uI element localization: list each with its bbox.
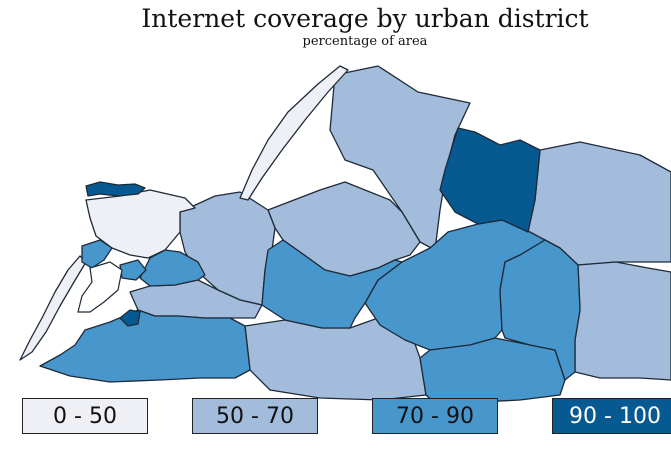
district-small-high[interactable]: [119, 309, 141, 327]
district-east-center[interactable]: [499, 239, 581, 381]
district-west-coast[interactable]: [85, 189, 196, 259]
map-title: Internet coverage by urban district: [141, 4, 589, 33]
legend-50-70: 50 - 70: [192, 398, 318, 434]
district-northeast-high[interactable]: [439, 127, 541, 233]
legend-70-90-label: 70 - 90: [396, 403, 474, 429]
legend-0-50-label: 0 - 50: [53, 403, 117, 429]
legend-90-100: 90 - 100: [552, 398, 671, 434]
district-west-inner[interactable]: [139, 249, 206, 287]
district-north-center[interactable]: [329, 65, 471, 251]
legend-50-70-label: 50 - 70: [216, 403, 294, 429]
district-southwest[interactable]: [39, 309, 251, 383]
district-north-coast-high[interactable]: [85, 181, 146, 197]
district-center[interactable]: [261, 239, 403, 329]
map-subtitle: percentage of area: [302, 34, 428, 49]
legend-70-90: 70 - 90: [372, 398, 498, 434]
district-coastal-west[interactable]: [81, 239, 113, 269]
legend-90-100-label: 90 - 100: [569, 403, 661, 429]
district-east[interactable]: [574, 261, 671, 381]
district-southeast[interactable]: [419, 337, 566, 409]
legend-0-50: 0 - 50: [22, 398, 148, 434]
district-island[interactable]: [119, 259, 147, 281]
lagoon: [77, 261, 123, 313]
spit-peninsula[interactable]: [239, 65, 349, 201]
